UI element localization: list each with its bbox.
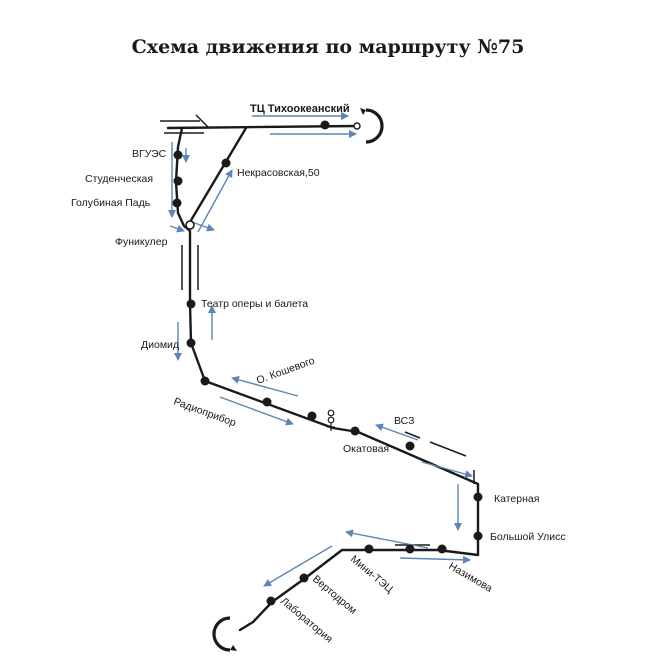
crossing-marker bbox=[327, 409, 335, 431]
stop-dot-golubinaya bbox=[172, 198, 182, 208]
stop-dot-diomid bbox=[186, 338, 196, 348]
turnaround-top bbox=[360, 108, 384, 144]
stop-label-bolshoy-uliss: Большой Улисс bbox=[490, 531, 566, 543]
funicular-junction bbox=[185, 220, 195, 230]
stop-dot-vguez bbox=[173, 150, 183, 160]
stop-label-koshevogo: О. Кошевого bbox=[255, 355, 317, 387]
stop-dot-nazimova-2 bbox=[405, 544, 415, 554]
stop-dot-mini-tec bbox=[364, 544, 374, 554]
map-title: Схема движения по маршруту №75 bbox=[131, 36, 525, 58]
stop-dot-teatr bbox=[186, 299, 196, 309]
stop-label-vertodrom: Вертодром bbox=[310, 573, 359, 617]
stop-dot-laboratoriya bbox=[266, 596, 276, 606]
stop-label-mini-tec: Мини-ТЭЦ bbox=[348, 553, 395, 595]
stop-dot-vertodrom bbox=[299, 573, 309, 583]
stop-label-vsz: ВСЗ bbox=[394, 415, 414, 427]
stop-dot-vsz bbox=[405, 441, 415, 451]
direction-arrows bbox=[168, 112, 473, 587]
stop-label-nekrasovskaya: Некрасовская,50 bbox=[237, 167, 320, 179]
stop-label-tikhookeansky: ТЦ Тихоокеанский bbox=[250, 103, 350, 115]
stop-dots bbox=[172, 120, 483, 606]
stop-dot-okatovaya bbox=[350, 426, 360, 436]
stop-label-golubinaya: Голубиная Падь bbox=[71, 197, 151, 209]
stop-label-okatovaya: Окатовая bbox=[343, 443, 389, 455]
stop-label-vguez: ВГУЭС bbox=[132, 148, 167, 160]
stop-dot-tikhookeansky bbox=[320, 120, 330, 130]
end-marker-top bbox=[353, 122, 361, 130]
stop-dot-bolshoy-uliss bbox=[473, 531, 483, 541]
stop-dot-katernaya bbox=[473, 492, 483, 502]
turnaround-bottom bbox=[212, 616, 237, 652]
stop-label-laboratoriya: Лаборатория bbox=[278, 595, 335, 645]
stop-dot-nazimova-1 bbox=[437, 544, 447, 554]
stop-label-studencheskaya: Студенческая bbox=[85, 173, 153, 185]
stop-dot-radiopribor bbox=[200, 376, 210, 386]
stop-label-teatr: Театр оперы и балета bbox=[201, 298, 308, 310]
stop-label-katernaya: Катерная bbox=[494, 493, 539, 505]
stop-label-funikuler: Фуникулер bbox=[115, 236, 168, 248]
stop-dot-studencheskaya bbox=[173, 176, 183, 186]
stop-dot-koshevogo bbox=[262, 397, 272, 407]
stop-dot-koshevogo-2 bbox=[307, 411, 317, 421]
stop-dot-nekrasovskaya bbox=[221, 158, 231, 168]
stop-label-nazimova: Назимова bbox=[447, 560, 495, 595]
street-marks bbox=[160, 114, 475, 551]
stop-label-diomid: Диомид bbox=[141, 339, 179, 351]
